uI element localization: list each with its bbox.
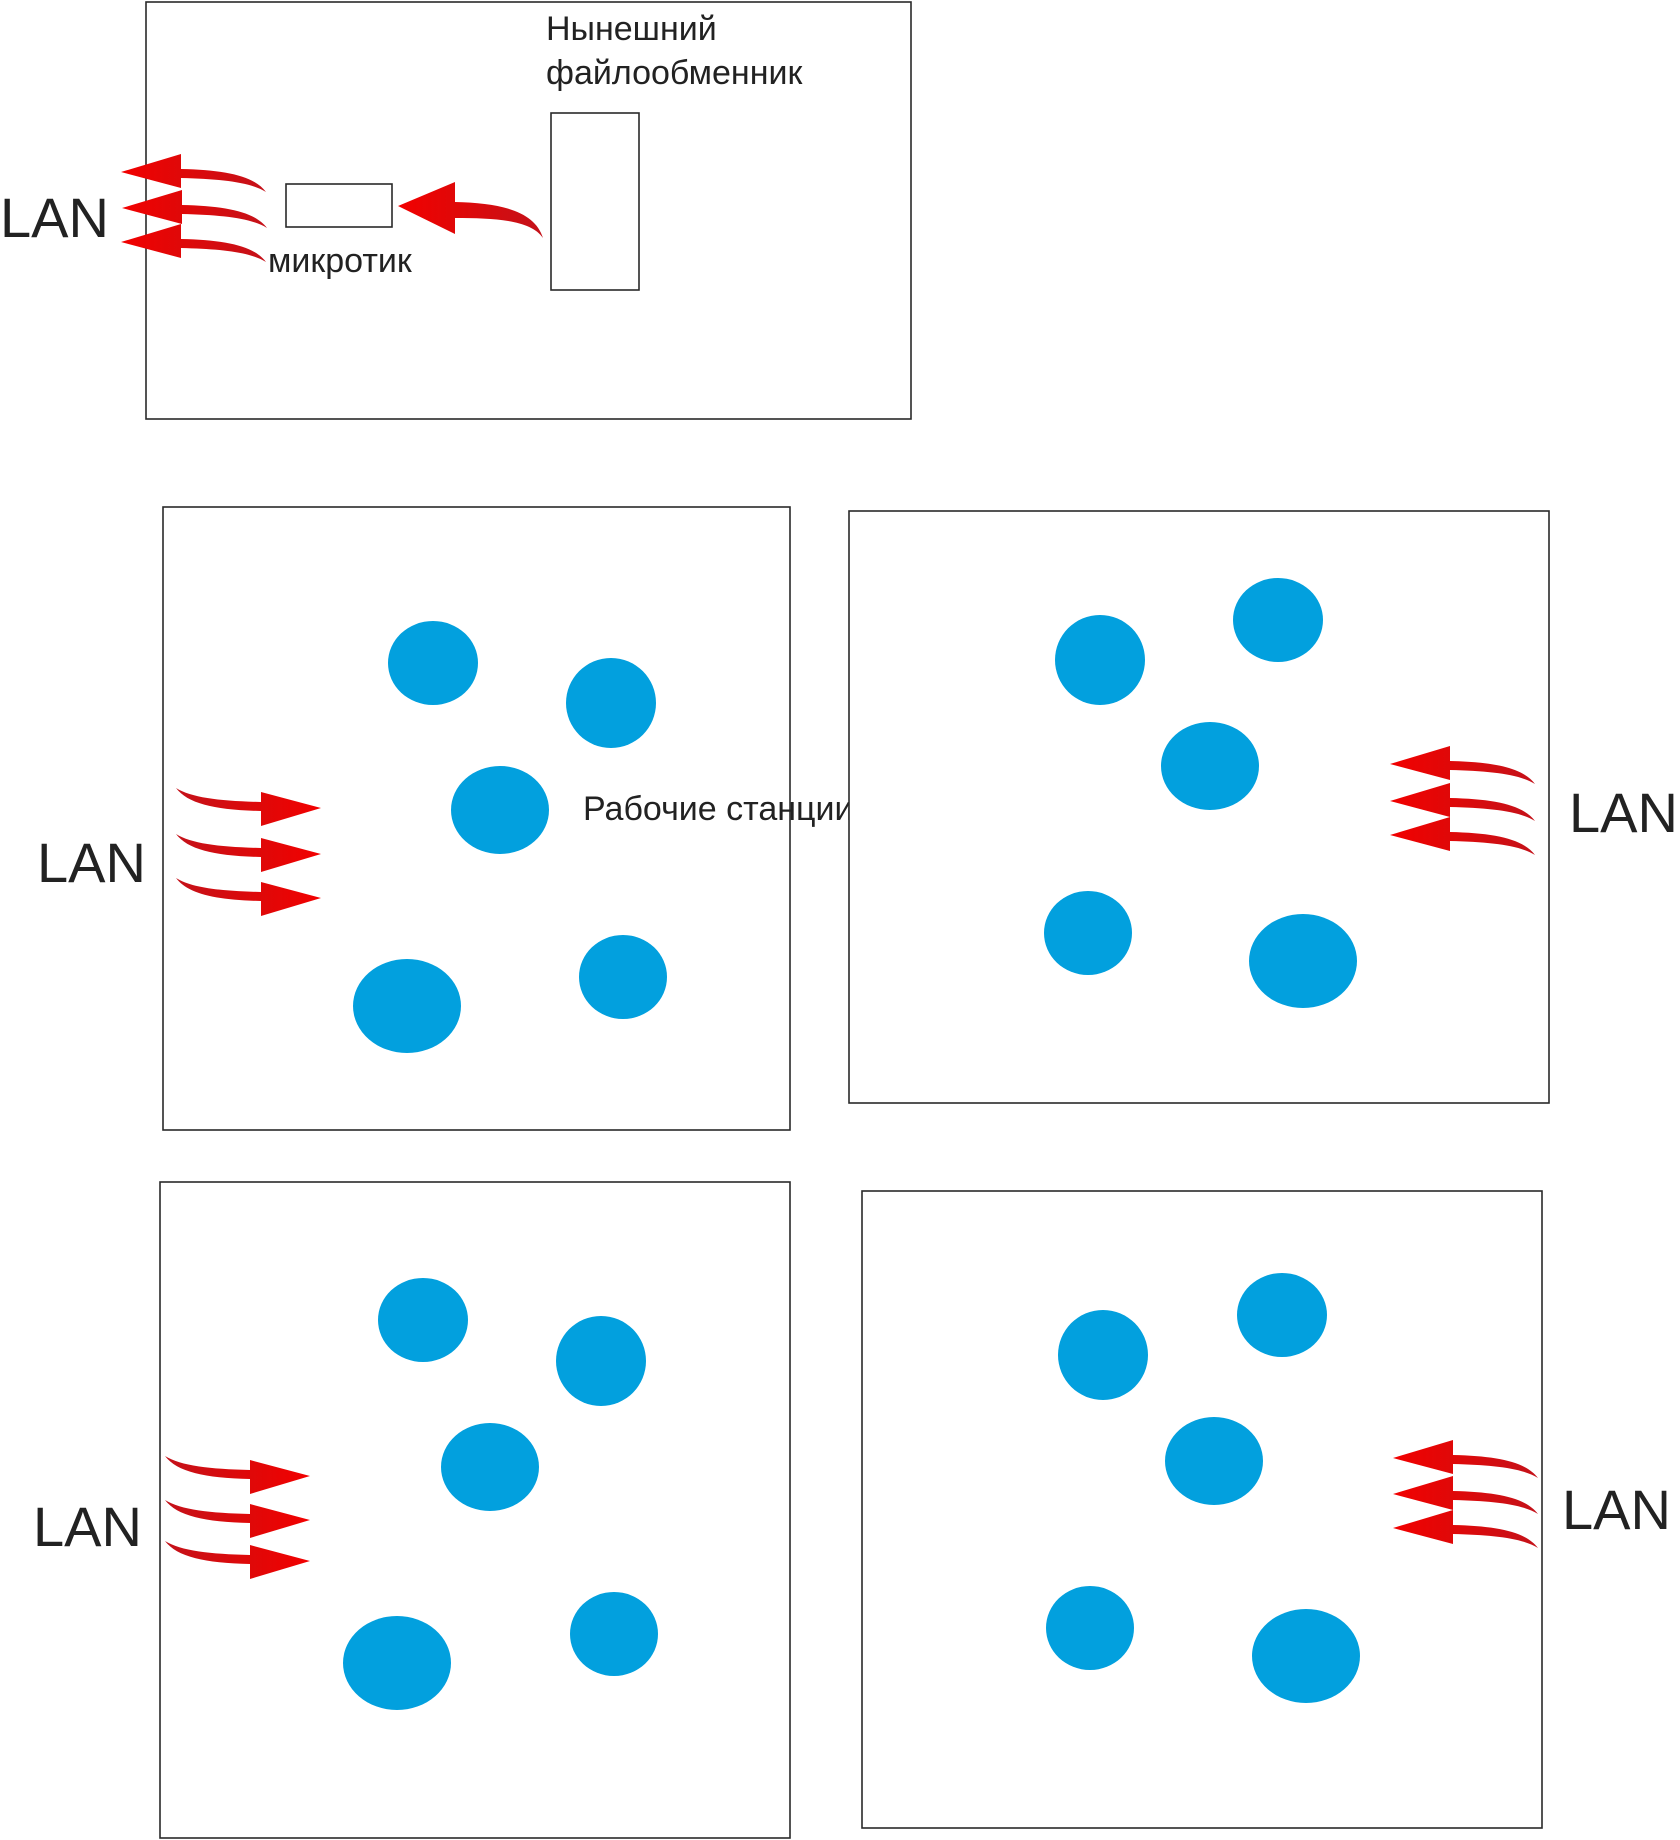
router-label: микротик xyxy=(268,242,413,280)
workstation-icon xyxy=(1233,578,1323,662)
workstation-icon xyxy=(1046,1586,1134,1670)
room-outline xyxy=(861,1190,1543,1829)
room-bottom-left: LAN xyxy=(33,1181,791,1839)
workstation-icon xyxy=(451,766,549,854)
fileserver-to-router-arrow-icon xyxy=(398,182,543,238)
workstation-icon xyxy=(570,1592,658,1676)
lan-label: LAN xyxy=(1562,1478,1671,1541)
workstation-icon xyxy=(388,621,478,705)
server-room-outline xyxy=(145,1,912,420)
fileserver-label-line1: Нынешний xyxy=(546,10,717,48)
workstation-icon xyxy=(1055,615,1145,705)
server-room: Нынешний файлообменник микротик LAN xyxy=(0,1,912,420)
workstation-icon xyxy=(353,959,461,1053)
workstation-icon xyxy=(566,658,656,748)
workstation-icon xyxy=(441,1423,539,1511)
workstation-icon xyxy=(1249,914,1357,1008)
lan-label: LAN xyxy=(1569,781,1678,844)
server-lan-label: LAN xyxy=(0,186,109,249)
workstation-icon xyxy=(1044,891,1132,975)
workstation-icon xyxy=(556,1316,646,1406)
workstation-icon xyxy=(1161,722,1259,810)
router-box xyxy=(285,183,393,228)
workstation-icon xyxy=(378,1278,468,1362)
workstation-icon xyxy=(1237,1273,1327,1357)
room-middle-right: LAN xyxy=(848,510,1678,1104)
workstation-icon xyxy=(579,935,667,1019)
room-bottom-right: LAN xyxy=(861,1190,1671,1829)
room-middle-left: Рабочие станции LAN xyxy=(37,506,854,1131)
fileserver-label-line2: файлообменник xyxy=(546,54,803,92)
workstations-label: Рабочие станции xyxy=(583,790,854,828)
lan-label: LAN xyxy=(37,831,146,894)
workstation-icon xyxy=(343,1616,451,1710)
workstation-icon xyxy=(1165,1417,1263,1505)
lan-label: LAN xyxy=(33,1495,142,1558)
workstation-icon xyxy=(1252,1609,1360,1703)
fileserver-box xyxy=(550,112,640,291)
workstation-icon xyxy=(1058,1310,1148,1400)
